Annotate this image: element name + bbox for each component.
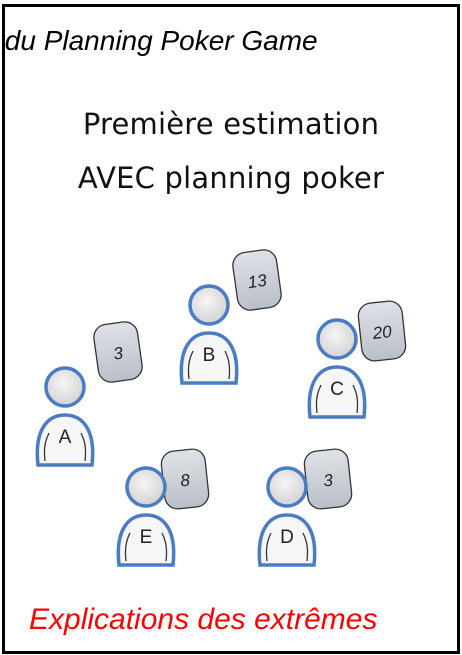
player-a-figure: A xyxy=(35,366,95,467)
player-d-label: D xyxy=(280,527,294,548)
heading-line-2: AVEC planning poker xyxy=(77,161,385,195)
player-a-card-value: 3 xyxy=(112,343,125,363)
player-c-label: C xyxy=(330,379,344,400)
player-a-label: A xyxy=(59,427,72,448)
player-d-figure: D xyxy=(257,466,317,567)
player-e-card-value: 8 xyxy=(179,470,191,490)
player-b: 13 B xyxy=(179,249,282,385)
player-b-card-value: 13 xyxy=(247,271,269,293)
players-illustration: 3 A 13 B xyxy=(35,249,407,567)
player-c-card-value: 20 xyxy=(371,322,393,343)
player-a-card: 3 xyxy=(93,321,143,383)
player-b-card: 13 xyxy=(232,249,282,311)
player-b-figure: B xyxy=(179,284,239,385)
player-e-card: 8 xyxy=(160,448,210,510)
player-b-label: B xyxy=(203,345,216,366)
player-e-label: E xyxy=(140,527,153,548)
player-c: 20 C xyxy=(307,300,407,419)
player-d-card-value: 3 xyxy=(322,470,334,490)
player-e: 8 E xyxy=(116,448,210,567)
slide-top-title: s du Planning Poker Game xyxy=(2,25,318,56)
player-a: 3 A xyxy=(35,321,143,467)
heading-line-1: Première estimation xyxy=(82,107,380,141)
slide-frame: s du Planning Poker Game Première estima… xyxy=(2,4,460,654)
player-d-card: 3 xyxy=(303,448,353,510)
player-c-figure: C xyxy=(307,318,367,419)
player-c-card: 20 xyxy=(357,300,407,362)
player-e-figure: E xyxy=(116,466,176,567)
player-d: 3 D xyxy=(257,448,353,567)
bottom-caption: Explications des extrêmes xyxy=(29,603,378,636)
